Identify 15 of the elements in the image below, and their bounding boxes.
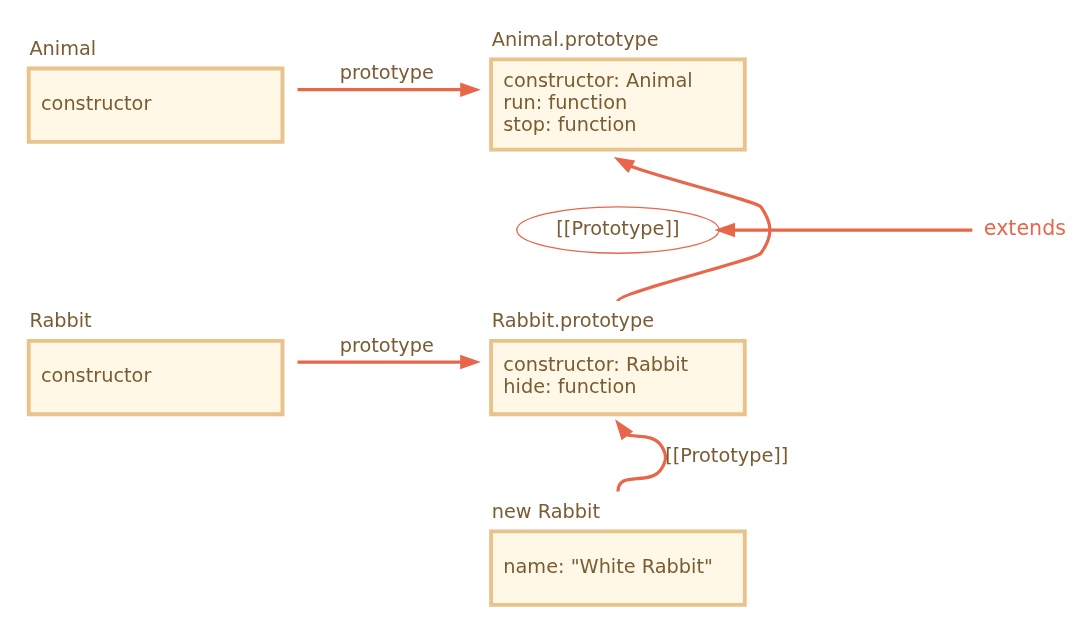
edge-label: prototype bbox=[339, 333, 434, 357]
edge-label: prototype bbox=[339, 61, 434, 85]
node-label: Rabbit.prototype bbox=[491, 309, 655, 333]
node-label: Animal bbox=[29, 36, 97, 60]
node-label: new Rabbit bbox=[491, 499, 600, 523]
arrow bbox=[297, 354, 481, 370]
node-label: Rabbit bbox=[29, 309, 92, 333]
node-ellipse: [[Prototype]] bbox=[516, 206, 720, 254]
arrow bbox=[297, 82, 481, 97]
arrow bbox=[613, 156, 772, 303]
node-label: Animal.prototype bbox=[491, 27, 659, 51]
arrow bbox=[714, 222, 973, 238]
node-text: extends bbox=[983, 215, 1066, 240]
arrow bbox=[615, 419, 668, 492]
edge-label: [[Prototype]] bbox=[665, 443, 789, 467]
